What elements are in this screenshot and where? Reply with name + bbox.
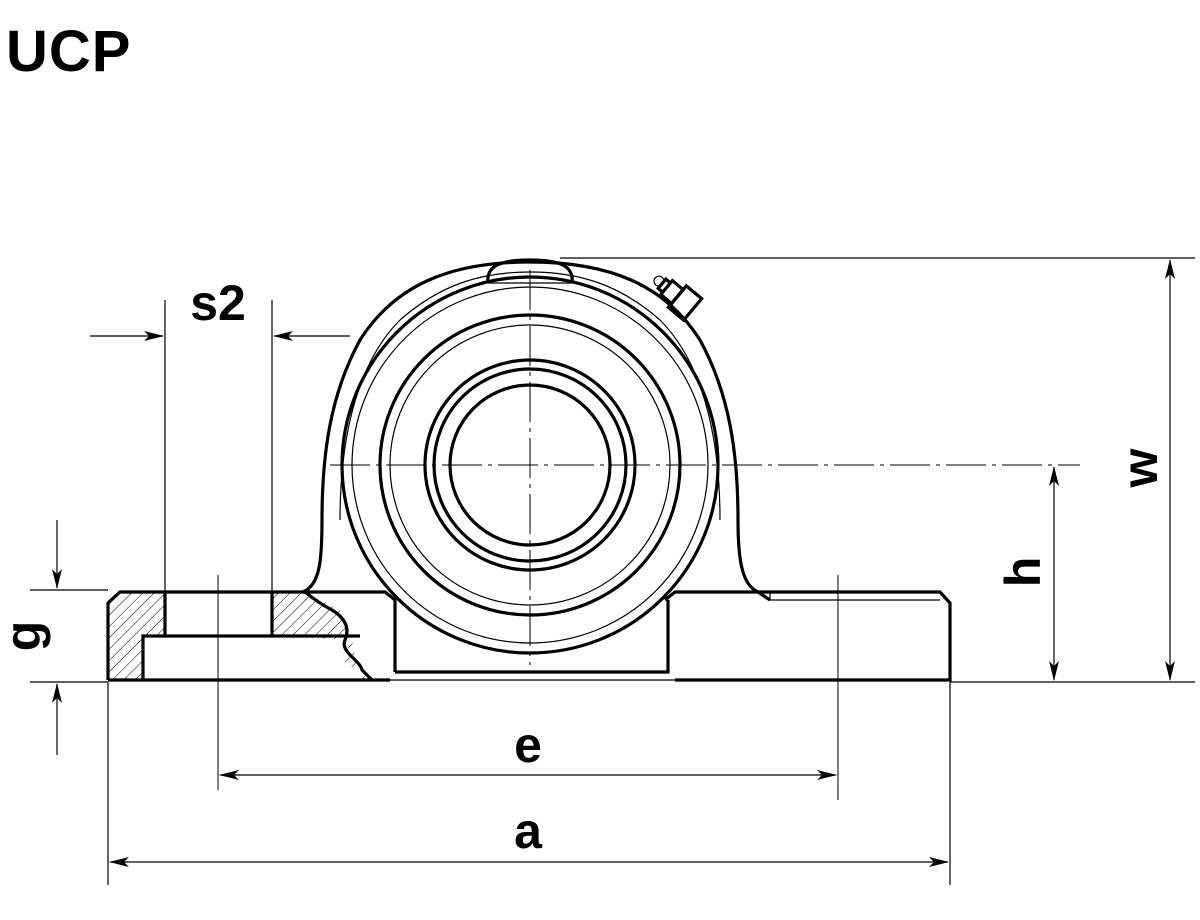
dim-label-s2: s2 xyxy=(190,275,246,331)
drawing-title: UCP xyxy=(6,19,132,84)
dim-label-h: h xyxy=(995,557,1051,588)
grease-nipple xyxy=(653,275,704,323)
extension-lines xyxy=(30,257,1195,885)
centerlines xyxy=(217,270,1080,800)
dim-label-g: g xyxy=(0,621,51,652)
dim-label-w: w xyxy=(1112,448,1168,488)
dimension-lines xyxy=(52,259,1175,867)
dim-label-a: a xyxy=(514,803,543,859)
housing-base xyxy=(106,590,952,682)
dim-label-e: e xyxy=(514,717,542,773)
